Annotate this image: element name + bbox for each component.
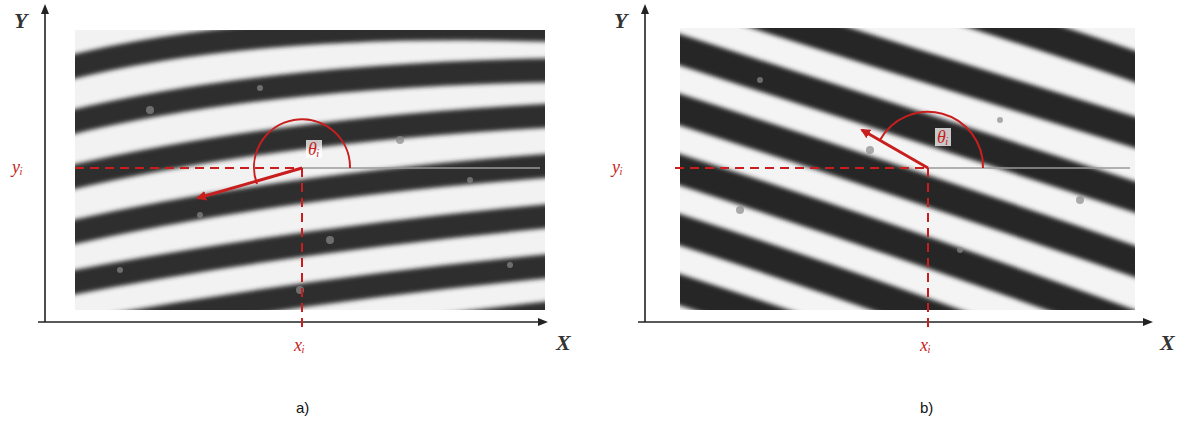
angle-label: θᵢ (306, 140, 322, 158)
axis-label: Y (14, 10, 27, 32)
coordinate-label: xᵢ (920, 336, 931, 354)
axis-label: Y (614, 10, 627, 32)
panel-caption: a) (296, 400, 309, 415)
panel-caption: b) (920, 400, 933, 415)
coordinate-label: yᵢ (12, 158, 23, 176)
coordinate-label: xᵢ (294, 336, 305, 354)
ridge-image-a (75, 30, 545, 310)
coordinate-label: yᵢ (612, 158, 623, 176)
angle-label: θᵢ (935, 128, 951, 146)
reference-lines-b (675, 112, 1130, 330)
axis-label: X (556, 332, 571, 354)
ridge-image-b (680, 28, 1135, 310)
axis-label: X (1160, 332, 1175, 354)
axes (38, 4, 1153, 326)
reference-lines-a (75, 119, 540, 330)
